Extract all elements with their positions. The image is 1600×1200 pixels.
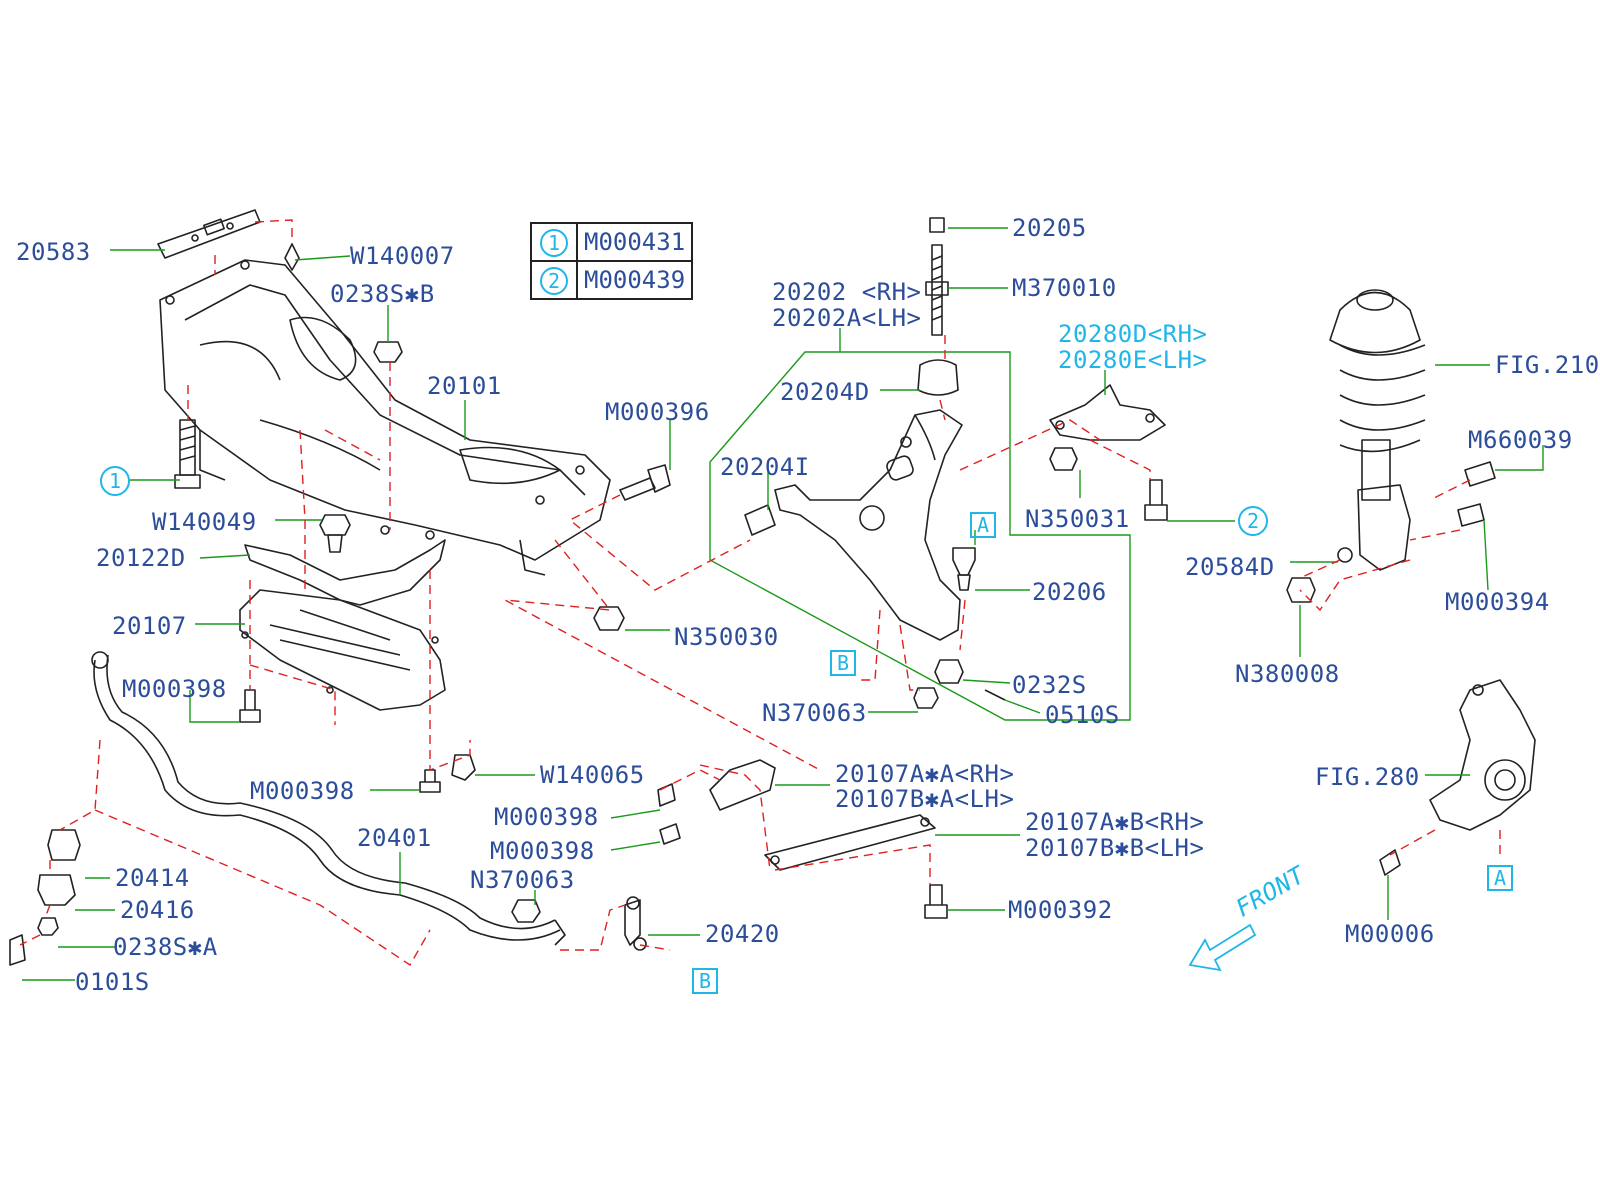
label-0232s: 0232S [1012, 671, 1087, 699]
callout-box-b: B [692, 968, 718, 994]
label-20420: 20420 [705, 920, 780, 948]
label-n380008: N380008 [1235, 660, 1340, 688]
callout-marker: 1 [540, 228, 568, 257]
lower-arm-drawing [774, 409, 963, 641]
label-20204i: 20204I [720, 453, 810, 481]
label-m000394: M000394 [1445, 588, 1550, 616]
label-20101: 20101 [427, 372, 502, 400]
label-20414: 20414 [115, 864, 190, 892]
label-n370063: N370063 [470, 866, 575, 894]
label-20202a: 20202A<LH> [772, 304, 922, 332]
reference-code: M000439 [575, 260, 694, 300]
label-20122d: 20122D [96, 544, 186, 572]
label-20206: 20206 [1032, 578, 1107, 606]
label-m00006: M00006 [1345, 920, 1435, 948]
label-w140007: W140007 [350, 242, 455, 270]
label-20107a-b: 20107A✱B<RH> [1025, 808, 1205, 836]
label-20202: 20202 <RH> [772, 278, 922, 306]
label-0238s-a: 0238S✱A [113, 933, 218, 961]
strut-drawing [1329, 289, 1426, 571]
label-20205: 20205 [1012, 214, 1087, 242]
label-0510s: 0510S [1045, 701, 1120, 729]
reference-row: 2 M000439 [530, 260, 694, 300]
reference-table: 1 M000431 2 M000439 [530, 222, 694, 300]
label-0101s: 0101S [75, 968, 150, 996]
crossmember-drawing [159, 259, 611, 576]
label-m000392: M000392 [1008, 896, 1113, 924]
callout-marker-1: 1 [100, 466, 130, 496]
label-20401: 20401 [357, 824, 432, 852]
reference-code: M000431 [575, 222, 694, 262]
label-m000398: M000398 [250, 777, 355, 805]
stabilizer-bar-drawing [91, 651, 566, 946]
label-m660039: M660039 [1468, 426, 1573, 454]
label-20107: 20107 [112, 612, 187, 640]
label-w140049: W140049 [152, 508, 257, 536]
knuckle-drawing [1429, 679, 1536, 831]
callout-box-b: B [830, 650, 856, 676]
label-w140065: W140065 [540, 761, 645, 789]
label-m000398: M000398 [122, 675, 227, 703]
label-m000396: M000396 [605, 398, 710, 426]
label-n350030: N350030 [674, 623, 779, 651]
label-m000398: M000398 [490, 837, 595, 865]
callout-marker: 2 [540, 266, 568, 295]
label-20583: 20583 [16, 238, 91, 266]
label-20204d: 20204D [780, 378, 870, 406]
label-20107b-a: 20107B✱A<LH> [835, 785, 1015, 813]
front-arrow [1188, 923, 1257, 972]
label-fig280[interactable]: FIG.280 [1315, 763, 1420, 791]
label-20107a-a: 20107A✱A<RH> [835, 760, 1015, 788]
label-20107b-b: 20107B✱B<LH> [1025, 834, 1205, 862]
callout-box-a: A [970, 512, 996, 538]
label-n350031: N350031 [1025, 505, 1130, 533]
callout-box-a: A [1487, 865, 1513, 891]
label-20280d: 20280D<RH> [1058, 320, 1208, 348]
label-fig210[interactable]: FIG.210 [1495, 351, 1600, 379]
label-n370063: N370063 [762, 699, 867, 727]
label-20280e: 20280E<LH> [1058, 346, 1208, 374]
callout-marker-2: 2 [1238, 506, 1268, 536]
label-m000398: M000398 [494, 803, 599, 831]
label-0238s-b: 0238S✱B [330, 280, 435, 308]
label-20584d: 20584D [1185, 553, 1275, 581]
label-m370010: M370010 [1012, 274, 1117, 302]
reference-row: 1 M000431 [530, 222, 694, 262]
label-20416: 20416 [120, 896, 195, 924]
